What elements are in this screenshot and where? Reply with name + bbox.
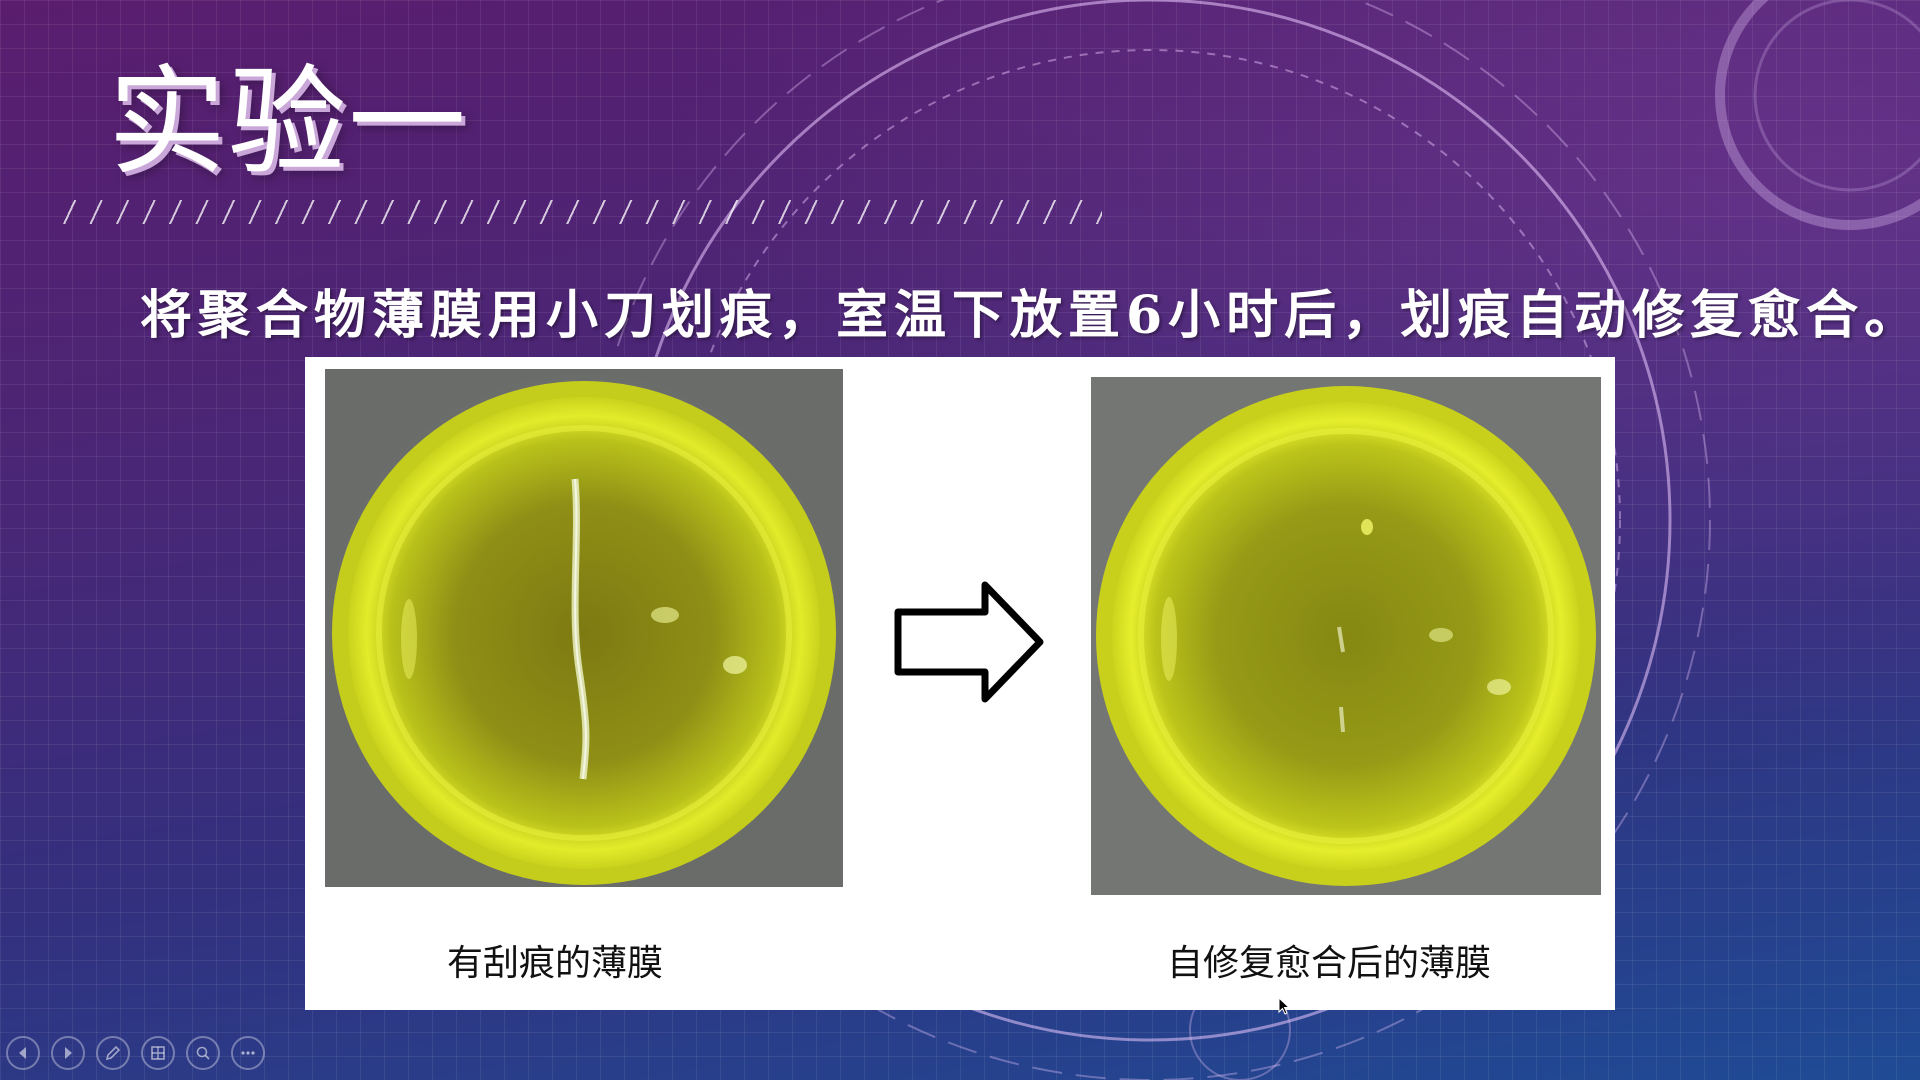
mouse-pointer-icon [1278,997,1290,1015]
more-options-button[interactable] [231,1036,265,1070]
previous-icon [19,1047,26,1059]
pen-icon [105,1045,121,1061]
slides-icon [151,1046,165,1060]
right-arrow-icon [894,581,1044,703]
experiment-figure: 有刮痕的薄膜 自修复愈合后的薄膜 [305,357,1615,1010]
title-divider [62,200,1102,224]
slide-title: 实验一 [108,53,469,191]
caption-healed-film: 自修复愈合后的薄膜 [1167,943,1492,984]
more-icon [241,1051,255,1055]
next-icon [65,1047,72,1059]
petri-dish-healed-photo [1091,377,1601,895]
see-all-slides-button[interactable] [141,1036,175,1070]
presentation-toolbar [6,1036,265,1074]
previous-slide-button[interactable] [6,1036,40,1070]
zoom-icon [196,1046,210,1060]
pen-tool-button[interactable] [96,1036,130,1070]
next-slide-button[interactable] [51,1036,85,1070]
caption-scratched-film: 有刮痕的薄膜 [447,943,664,984]
zoom-button[interactable] [186,1036,220,1070]
petri-dish-scratched-photo [325,369,843,887]
slide-subtitle: 将聚合物薄膜用小刀划痕，室温下放置6小时后，划痕自动修复愈合。 [140,285,1920,346]
